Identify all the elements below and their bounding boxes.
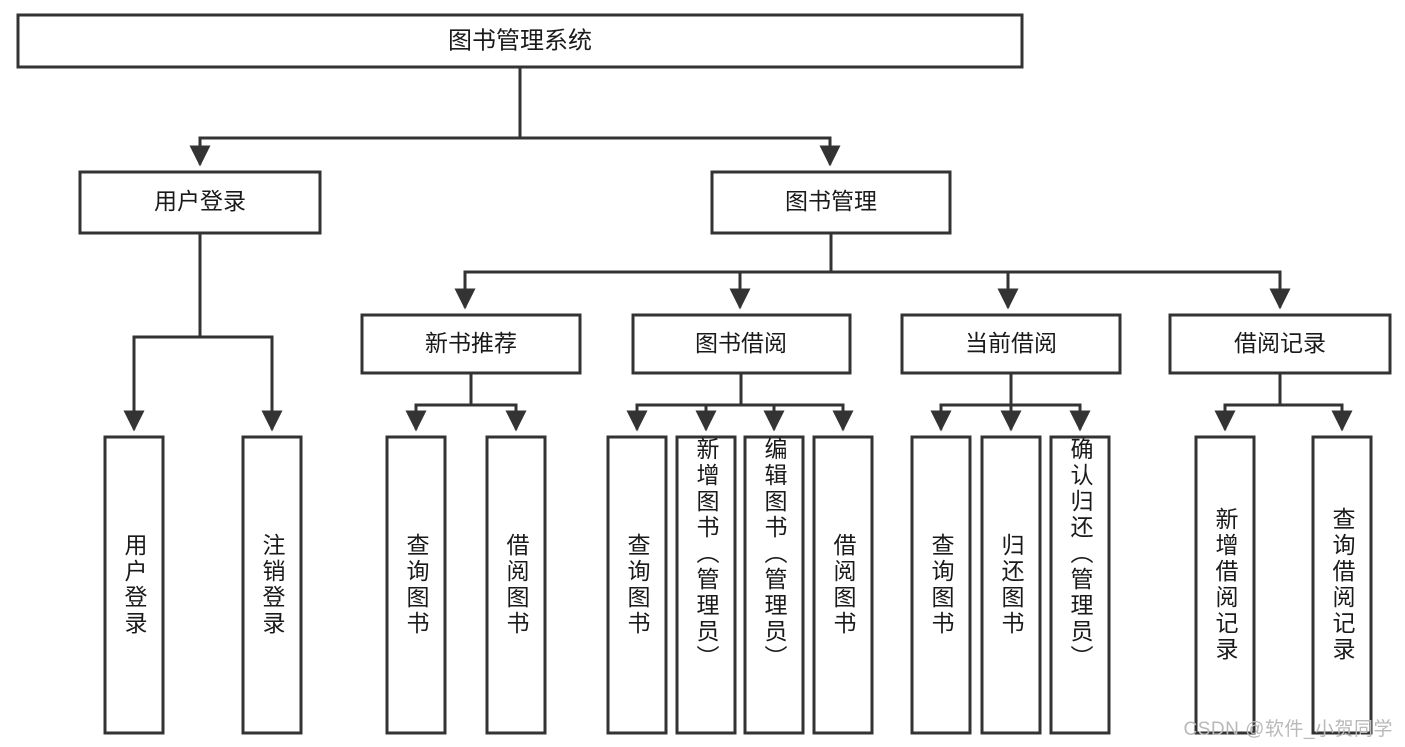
leaf-box-borrow-book-2[interactable] <box>812 435 874 735</box>
book-manage-label: 图书管理 <box>785 188 877 214</box>
leaf-box-logout-login[interactable] <box>241 435 303 735</box>
leaf-box-query-book-1[interactable] <box>385 435 447 735</box>
leaf-box-user-login[interactable] <box>103 435 165 735</box>
current-borrow-box <box>900 313 1122 375</box>
borrow-record-box <box>1168 313 1392 375</box>
book-borrow-box <box>631 313 852 375</box>
node-root[interactable]: 图书管理系统 <box>16 13 1024 69</box>
current-borrow-label: 当前借阅 <box>965 330 1057 356</box>
new-book-recommend-label: 新书推荐 <box>425 330 517 356</box>
book-borrow-label: 图书借阅 <box>695 330 787 356</box>
root-label: 图书管理系统 <box>448 27 592 54</box>
node-user-login[interactable]: 用户登录 <box>78 170 322 235</box>
leaf-box-confirm-return-admin[interactable] <box>1049 435 1111 735</box>
leaf-box-edit-book-admin[interactable] <box>743 435 805 735</box>
leaf-box-query-book-3[interactable] <box>910 435 972 735</box>
new-book-recommend-box <box>360 313 582 375</box>
leaf-box-query-borrow-record[interactable] <box>1311 435 1373 735</box>
node-current-borrow[interactable]: 当前借阅 <box>900 313 1122 375</box>
leaf-box-add-borrow-record[interactable] <box>1194 435 1256 735</box>
leaf-box-borrow-book-1[interactable] <box>485 435 547 735</box>
node-borrow-record[interactable]: 借阅记录 <box>1168 313 1392 375</box>
leaf-box-query-book-2[interactable] <box>606 435 668 735</box>
node-book-manage[interactable]: 图书管理 <box>710 170 952 235</box>
root-box <box>16 13 1024 69</box>
user-login-label: 用户登录 <box>154 188 246 214</box>
book-manage-box <box>710 170 952 235</box>
node-book-borrow[interactable]: 图书借阅 <box>631 313 852 375</box>
leaf-box-return-book[interactable] <box>980 435 1042 735</box>
borrow-record-label: 借阅记录 <box>1234 330 1326 356</box>
node-new-book-recommend[interactable]: 新书推荐 <box>360 313 582 375</box>
leaf-box-add-book-admin[interactable] <box>675 435 737 735</box>
csdn-watermark: CSDN @软件_小贺同学 <box>1183 719 1393 740</box>
